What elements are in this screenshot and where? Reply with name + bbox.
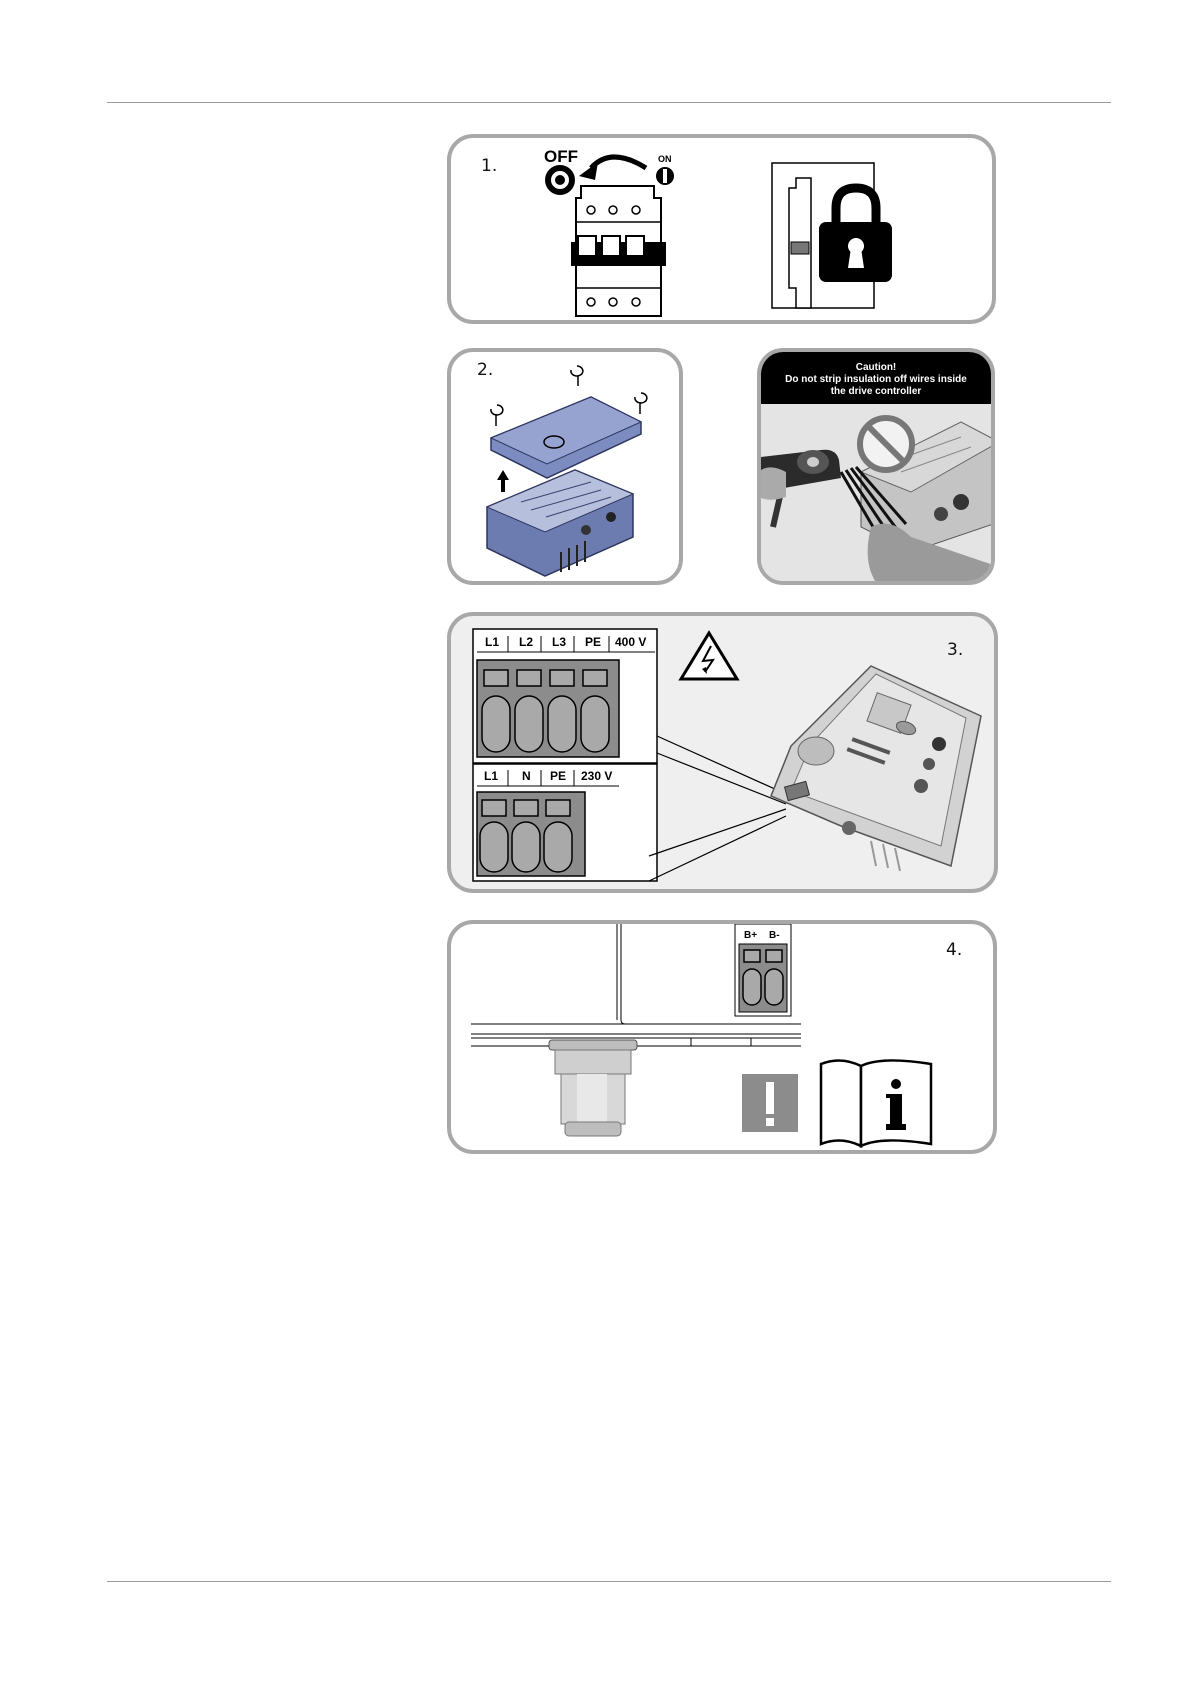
off-label: OFF [544,147,578,166]
terminal-block-230v: L1 N PE 230 V [473,764,657,881]
terminal-label-n: N [522,769,531,783]
attention-icon [742,1074,798,1132]
step-3-panel: 3. L1 L2 L3 PE 400 V [447,612,998,893]
drive-controller-illustration [771,666,981,871]
on-label: ON [658,154,672,164]
circuit-breaker-icon [571,186,666,316]
power-connection-illustration: L1 L2 L3 PE 400 V [451,616,998,893]
terminal-label-l1: L1 [485,635,499,649]
step-4-panel: 4. B+ B- [447,920,997,1154]
warning-high-voltage-icon [681,633,737,679]
header-rule [107,102,1111,103]
terminal-label-l3: L3 [552,635,566,649]
terminal-label-pe: PE [585,635,601,649]
terminal-voltage: 400 V [615,635,646,649]
read-manual-icon [821,1060,931,1146]
terminal-label-b-minus: B- [769,930,780,941]
caution-panel: Caution! Do not strip insulation off wir… [757,348,995,585]
prohibited-icon [860,418,912,470]
cable-gland-icon [549,1040,637,1136]
remove-cover-illustration [451,352,683,585]
terminal-block-400v: L1 L2 L3 PE 400 V [473,629,657,763]
wire-stripping-illustration [761,352,995,585]
step-2-panel: 2. [447,348,683,585]
footer-rule [107,1581,1111,1582]
terminal-voltage: 230 V [581,769,612,783]
terminal-label-pe: PE [550,769,566,783]
brake-resistor-illustration: B+ B- [451,924,997,1154]
switch-off-illustration: OFF ON [451,138,996,324]
terminal-label-l2: L2 [519,635,533,649]
step-1-panel: 1. OFF ON [447,134,996,324]
brake-terminal-block: B+ B- [735,924,791,1016]
padlock-icon [772,163,892,308]
terminal-label-l1: L1 [484,769,498,783]
terminal-label-b-plus: B+ [744,930,757,941]
